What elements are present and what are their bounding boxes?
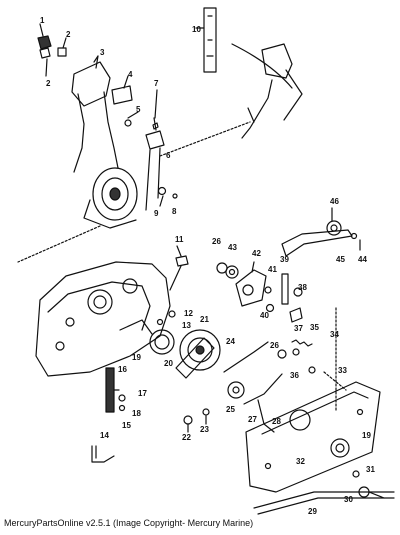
part-handle-base — [83, 167, 138, 229]
part-callout: 23 — [200, 425, 209, 434]
part-clip — [37, 23, 67, 77]
part-callout: 32 — [296, 457, 305, 466]
part-callout: 31 — [366, 465, 375, 474]
part-callout: 26 — [212, 237, 221, 246]
part-callout: 43 — [228, 243, 237, 252]
part-nut — [156, 310, 176, 326]
part-callout: 33 — [338, 366, 347, 375]
part-callout: 41 — [268, 265, 277, 274]
part-callout: 40 — [260, 311, 269, 320]
part-callout: 29 — [308, 507, 317, 516]
part-handle-arm — [71, 55, 119, 173]
part-spring — [291, 339, 316, 374]
part-cover-plate — [245, 307, 381, 493]
part-base-plate — [253, 491, 395, 515]
part-callout: 6 — [166, 151, 171, 160]
part-shift-pin — [264, 273, 303, 323]
part-callout: 35 — [310, 323, 319, 332]
part-callout: 17 — [138, 389, 147, 398]
part-callout: 34 — [330, 330, 339, 339]
part-callout: 20 — [164, 359, 173, 368]
part-callout: 2 — [66, 30, 71, 39]
part-callout: 9 — [154, 209, 159, 218]
part-control-head — [231, 43, 303, 139]
part-callout: 16 — [118, 365, 127, 374]
part-washer — [157, 186, 178, 207]
part-main-housing — [35, 261, 171, 377]
part-retainer-clip — [91, 445, 115, 463]
part-callout: 44 — [358, 255, 367, 264]
part-callout: 18 — [132, 409, 141, 418]
part-callout: 22 — [182, 433, 191, 442]
part-callout: 24 — [226, 337, 235, 346]
part-callout: 2 — [46, 79, 51, 88]
part-bracket — [111, 75, 133, 105]
copyright-caption: MercuryPartsOnline v2.5.1 (Image Copyrig… — [4, 518, 253, 528]
part-callout: 39 — [280, 255, 289, 264]
part-callout: 21 — [200, 315, 209, 324]
part-screw — [124, 111, 139, 127]
part-callout: 8 — [172, 207, 177, 216]
part-callouts: 1223456789101112131415161718191920212223… — [40, 16, 375, 516]
part-screw-pair — [183, 408, 210, 433]
part-linkage — [223, 341, 300, 433]
part-callout: 4 — [128, 70, 133, 79]
part-gear — [149, 329, 221, 379]
part-callout: 13 — [182, 321, 191, 330]
part-callout: 25 — [226, 405, 235, 414]
part-label-tag — [195, 7, 217, 73]
part-callout: 26 — [270, 341, 279, 350]
part-link-rod — [145, 89, 165, 211]
part-bolt — [169, 245, 189, 291]
part-callout: 5 — [136, 105, 141, 114]
part-callout: 42 — [252, 249, 261, 258]
part-callout: 3 — [100, 48, 105, 57]
part-callout: 30 — [344, 495, 353, 504]
part-callout: 15 — [122, 421, 131, 430]
part-callout: 7 — [154, 79, 159, 88]
part-callout: 14 — [100, 431, 109, 440]
part-throttle-lever — [281, 207, 361, 257]
part-callout: 10 — [192, 25, 201, 34]
part-callout: 46 — [330, 197, 339, 206]
part-washer-pair — [216, 262, 239, 279]
part-slide — [105, 367, 126, 413]
part-callout: 19 — [132, 353, 141, 362]
part-callout: 28 — [272, 417, 281, 426]
part-callout: 38 — [298, 283, 307, 292]
part-callout: 27 — [248, 415, 257, 424]
part-callout: 19 — [362, 431, 371, 440]
part-callout: 45 — [336, 255, 345, 264]
part-callout: 12 — [184, 309, 193, 318]
part-cam — [235, 261, 267, 307]
part-callout: 11 — [175, 235, 184, 244]
part-callout: 36 — [290, 371, 299, 380]
part-bolt-lower — [352, 470, 385, 499]
part-callout: 37 — [294, 324, 303, 333]
part-callout: 1 — [40, 16, 45, 25]
